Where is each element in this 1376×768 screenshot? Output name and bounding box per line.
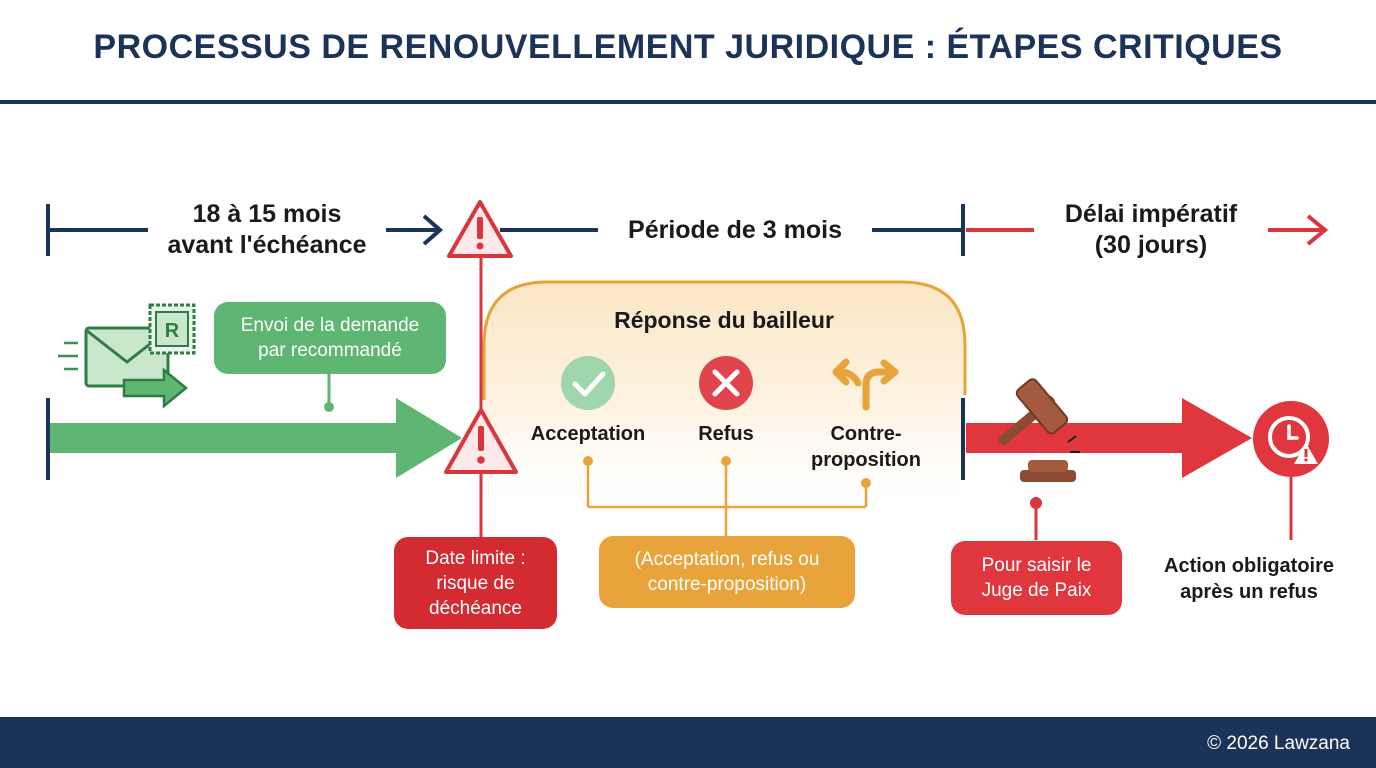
timeline-phase-2-label: Période de 3 mois (598, 215, 872, 246)
options-connector (583, 456, 871, 540)
send-request-badge: Envoi de la demande par recommandé (214, 302, 446, 374)
timeline-phase-1-line2: avant l'échéance (167, 231, 367, 259)
timeline-phase-1 (46, 204, 444, 256)
deadline-badge: Date limite : risque de déchéance (394, 537, 557, 629)
deadline-line1: Date limite : (425, 547, 526, 569)
deadline-line2: risque de (436, 572, 515, 594)
judge-line2: Juge de Paix (981, 580, 1092, 601)
option-contre-proposition: Contre- proposition (796, 421, 936, 473)
registered-mail-icon: R (58, 303, 196, 409)
gavel-icon (998, 378, 1080, 482)
page-title: PROCESSUS DE RENOUVELLEMENT JURIDIQUE : … (93, 28, 1283, 66)
x-icon (699, 356, 753, 410)
fork-arrows-icon (832, 358, 899, 411)
copyright-text: © 2026 Lawzana (1207, 733, 1350, 754)
option-contre-line2: proposition (811, 449, 921, 471)
response-title: Réponse du bailleur (614, 307, 834, 333)
judge-badge: Pour saisir le Juge de Paix (951, 541, 1122, 615)
warning-icon (444, 408, 518, 474)
mandatory-line2: après un refus (1180, 581, 1318, 603)
option-contre-line1: Contre- (830, 423, 902, 445)
svg-text:R: R (165, 320, 180, 342)
options-summary-line1: (Acceptation, refus ou (634, 549, 820, 570)
check-icon (561, 356, 615, 410)
green-arrow (46, 398, 462, 480)
send-request-line2: par recommandé (258, 340, 402, 361)
timeline-phase-1-line1: 18 à 15 mois (192, 200, 342, 228)
options-summary-line2: contre-proposition) (647, 574, 807, 595)
deadline-line3: déchéance (429, 597, 522, 619)
mandatory-action-label: Action obligatoire après un refus (1148, 553, 1350, 605)
mandatory-line1: Action obligatoire (1164, 555, 1334, 577)
options-summary-badge: (Acceptation, refus ou contre-propositio… (599, 536, 855, 608)
send-request-line1: Envoi de la demande (240, 315, 420, 336)
judge-line1: Pour saisir le (981, 555, 1092, 576)
footer-bar: © 2026 Lawzana (0, 717, 1376, 768)
timeline-phase-3-label: Délai impératif (30 jours) (1034, 199, 1268, 261)
option-acceptation: Acceptation (530, 423, 646, 445)
timeline-phase-1-label: 18 à 15 mois avant l'échéance (148, 199, 386, 261)
title-divider (0, 100, 1376, 104)
warning-icon (447, 200, 513, 258)
timeline-phase-3-line1: Délai impératif (1064, 200, 1238, 228)
timeline-phase-3-line2: (30 jours) (1094, 231, 1208, 259)
clock-alert-icon (1253, 401, 1329, 477)
option-refus: Refus (698, 423, 754, 445)
